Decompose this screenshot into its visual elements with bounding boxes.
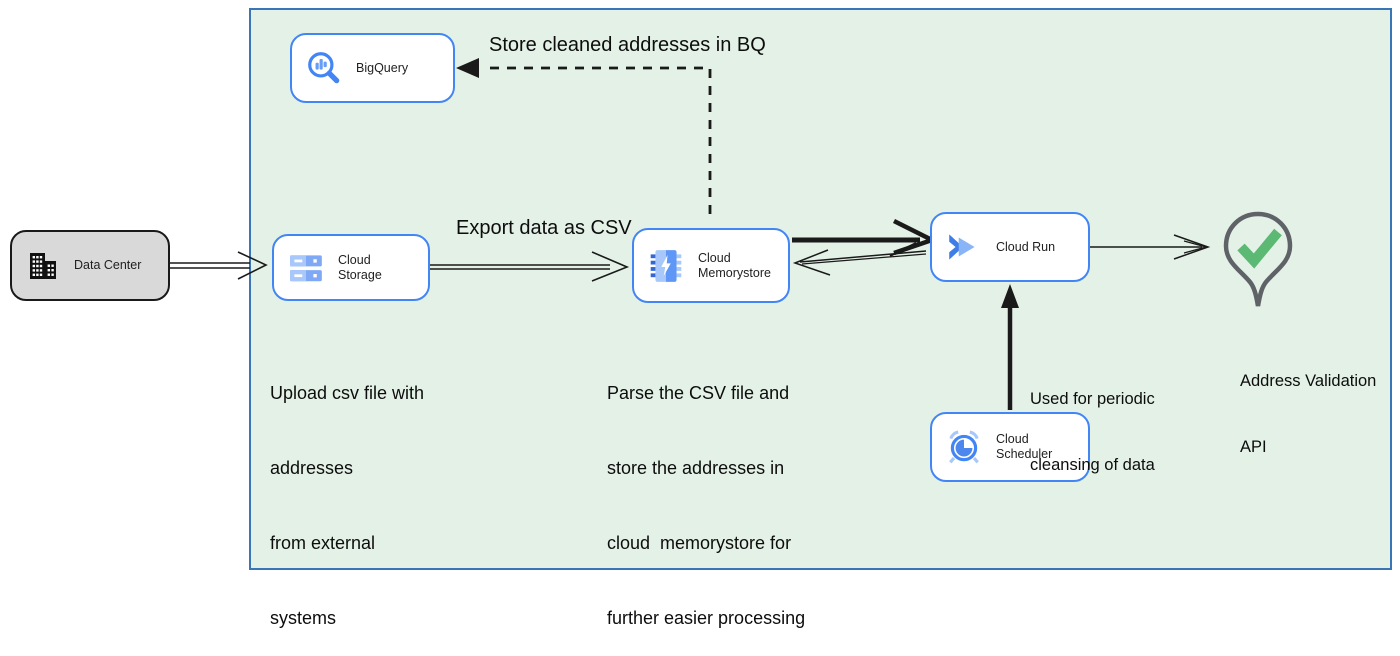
parse-annotation-line4: further easier processing [607, 608, 806, 628]
node-bigquery-label: BigQuery [356, 60, 409, 75]
node-cloud-storage: Cloud Storage [272, 234, 430, 301]
upload-annotation-line4: systems [270, 608, 337, 628]
memorystore-chip-bolt-icon [647, 247, 685, 285]
edge-label-export-data-csv: Export data as CSV [456, 217, 632, 239]
node-cloud-scheduler-label: Cloud Scheduler [996, 432, 1053, 461]
upload-annotation-line1: Upload csv file with [270, 383, 425, 403]
periodic-label-line1: Used for periodic [1030, 390, 1155, 408]
parse-annotation-line1: Parse the CSV file and [607, 383, 790, 403]
bigquery-magnifier-chart-icon [305, 49, 343, 87]
memorystore-label-line1: Cloud [698, 250, 731, 265]
address-validation-label-line2: API [1240, 438, 1267, 456]
address-validation-label-line1: Address Validation [1240, 372, 1377, 390]
cloud-storage-disks-icon [287, 249, 325, 287]
node-cloud-run: Cloud Run [930, 212, 1090, 282]
upload-annotation-line2: addresses [270, 458, 354, 478]
node-cloud-run-label: Cloud Run [996, 239, 1056, 254]
building-icon [25, 248, 61, 284]
parse-annotation-line3: cloud memorystore for [607, 533, 792, 553]
cloud-scheduler-alarm-icon [945, 428, 983, 466]
annotation-upload-csv: Upload csv file with addresses from exte… [270, 331, 424, 656]
map-pin-check-icon [1220, 210, 1296, 329]
annotation-parse-csv: Parse the CSV file and store the address… [607, 331, 805, 656]
node-cloud-scheduler: Cloud Scheduler [930, 412, 1090, 482]
node-cloud-memorystore-label: Cloud Memorystore [698, 251, 771, 281]
node-cloud-memorystore: Cloud Memorystore [632, 228, 790, 303]
node-data-center-label: Data Center [74, 258, 142, 272]
node-data-center: Data Center [10, 230, 170, 301]
memorystore-label-line2: Memorystore [698, 265, 771, 280]
periodic-label-line2: cleansing of data [1030, 456, 1155, 474]
parse-annotation-line2: store the addresses in [607, 458, 785, 478]
node-cloud-storage-label: Cloud Storage [338, 252, 382, 282]
node-bigquery: BigQuery [290, 33, 455, 103]
edge-label-store-cleaned-addresses: Store cleaned addresses in BQ [489, 34, 766, 56]
upload-annotation-line3: from external [270, 533, 376, 553]
address-validation-api-label: Address Validation API [1240, 326, 1376, 480]
edge-label-periodic-cleansing: Used for periodic cleansing of data [1030, 344, 1155, 498]
cloud-run-chevron-icon [945, 228, 983, 266]
